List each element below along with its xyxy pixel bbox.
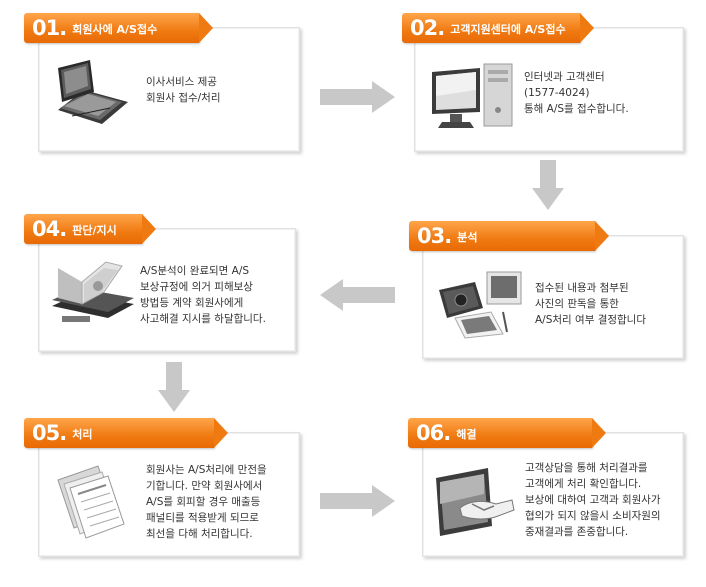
arrow-right-icon xyxy=(320,485,395,517)
step-06-number: 06. xyxy=(416,421,451,445)
arrow-left-icon xyxy=(320,279,395,311)
step-02-tab: 02. 고객지원센터에 A/S접수 xyxy=(402,13,594,43)
step-05-tab: 05. 처리 xyxy=(24,418,228,448)
step-05-line: 패널티를 적용받게 되므로 xyxy=(146,512,259,524)
step-06-line: 보상에 대하여 고객과 회원사가 xyxy=(525,494,661,506)
step-01-number: 01. xyxy=(32,16,67,40)
step-04-title: 판단/지시 xyxy=(72,224,117,237)
step-04-line: 방법등 계약 회원사에게 xyxy=(140,297,244,309)
book-binder-icon xyxy=(52,261,134,322)
step-06-tab: 06. 해결 xyxy=(408,418,606,448)
step-05-description: 회원사는 A/S처리에 만전을 기합니다. 만약 회원사에서 A/S를 회피할 … xyxy=(146,462,267,542)
handshake-icon xyxy=(436,468,515,536)
step-05-line: 최선을 다해 처리합니다. xyxy=(146,528,253,540)
step-01-line: 회원사 접수/처리 xyxy=(146,92,221,104)
step-03-description: 접수된 내용과 첨부된 사진의 판독을 통한 A/S처리 여부 결정합니다 xyxy=(535,280,646,328)
step-04-line: 보상규정에 의거 피해보상 xyxy=(140,281,253,293)
step-06-line: 중재결과를 존중합니다. xyxy=(525,526,629,538)
step-05-line: 회원사는 A/S처리에 만전을 xyxy=(146,464,267,476)
desktop-computer-icon xyxy=(432,63,513,128)
step-04-description: A/S분석이 완료되면 A/S 보상규정에 의거 피해보상 방법등 계약 회원사… xyxy=(140,263,266,327)
step-01-tab: 01. 회원사에 A/S접수 xyxy=(24,13,213,43)
step-02-number: 02. xyxy=(410,16,445,40)
step-03-number: 03. xyxy=(417,224,452,248)
step-03-line: 접수된 내용과 첨부된 xyxy=(535,282,629,294)
arrow-down-icon xyxy=(532,160,564,210)
camera-photos-icon xyxy=(439,271,522,339)
step-06-title: 해결 xyxy=(456,428,477,441)
step-03-line: 사진의 판독을 통한 xyxy=(535,298,619,310)
step-01-description: 이사서비스 제공 회원사 접수/처리 xyxy=(146,74,221,106)
step-06-line: 협의가 되지 않을시 소비자원의 xyxy=(525,510,661,522)
step-06-line: 고객에게 처리 확인합니다. xyxy=(525,478,642,490)
step-04-line: A/S분석이 완료되면 A/S xyxy=(140,265,250,277)
step-03-title: 분석 xyxy=(457,231,478,244)
step-05-line: 기합니다. 만약 회원사에서 xyxy=(146,480,263,492)
step-03-line: A/S처리 여부 결정합니다 xyxy=(535,314,647,326)
documents-icon xyxy=(57,465,125,539)
laptop-icon xyxy=(58,60,128,124)
step-06-description: 고객상담을 통해 처리결과를 고객에게 처리 확인합니다. 보상에 대하여 고객… xyxy=(525,460,661,540)
step-04-line: 사고해결 지시를 하달합니다. xyxy=(140,313,266,325)
step-06-line: 고객상담을 통해 처리결과를 xyxy=(525,462,648,474)
step-05-title: 처리 xyxy=(72,428,93,441)
arrow-down-icon xyxy=(158,362,190,412)
step-05-line: A/S를 회피할 경우 매출등 xyxy=(146,496,261,508)
step-02-line: (1577-4024) xyxy=(524,87,590,99)
step-04-number: 04. xyxy=(32,217,67,241)
step-02-description: 인터넷과 고객센터 (1577-4024) 통해 A/S를 접수합니다. xyxy=(524,69,629,117)
step-01-title: 회원사에 A/S접수 xyxy=(72,23,158,36)
step-03-tab: 03. 분석 xyxy=(409,221,609,251)
step-02-title: 고객지원센터에 A/S접수 xyxy=(450,23,566,36)
step-04-tab: 04. 판단/지시 xyxy=(24,214,156,244)
step-05-number: 05. xyxy=(32,421,67,445)
step-02-line: 통해 A/S를 접수합니다. xyxy=(524,103,629,115)
arrow-right-icon xyxy=(320,81,395,113)
step-01-line: 이사서비스 제공 xyxy=(146,76,217,88)
step-02-line: 인터넷과 고객센터 xyxy=(524,71,605,83)
